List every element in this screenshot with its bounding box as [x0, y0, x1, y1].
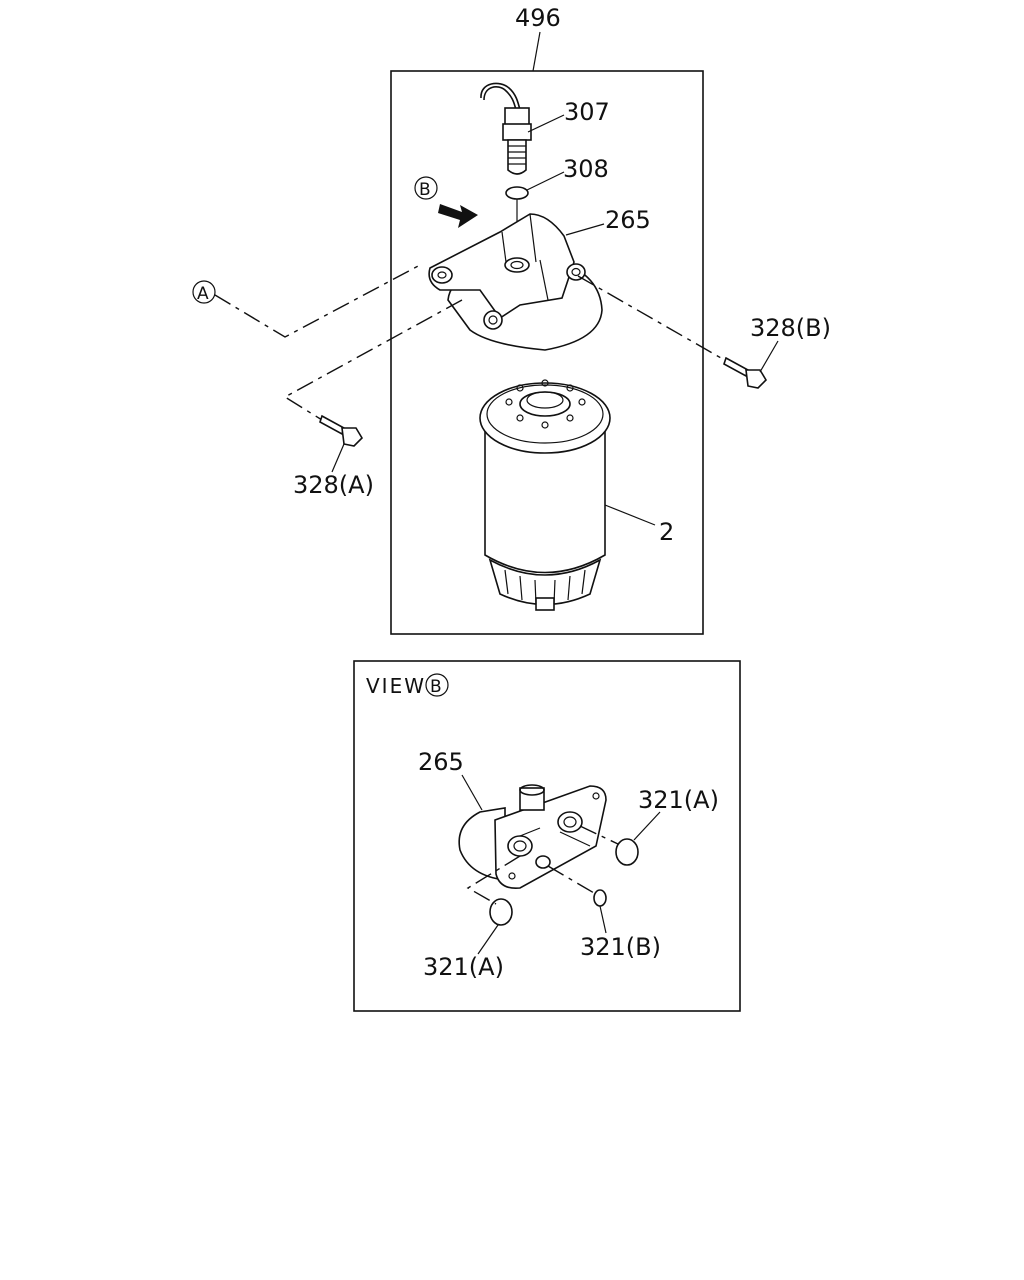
o-ring-label: 308 [563, 155, 609, 183]
view-title-marker: B [425, 673, 449, 697]
ring-a-top-centerline [579, 825, 619, 845]
cartridge-label: 2 [659, 518, 674, 546]
filter-head-leader [565, 223, 605, 236]
ring-a-bottom-centerline [466, 855, 521, 905]
bolt-a-part [319, 414, 364, 447]
o-ring-part [505, 186, 529, 200]
bolt-a-leader [331, 443, 345, 473]
bolt-b-centerline [577, 275, 729, 363]
assembly-leader [532, 31, 541, 72]
ring-b-leader [599, 905, 607, 934]
callout-a-marker: A [192, 280, 216, 304]
callout-a-leader [214, 264, 421, 338]
ring-a-top-label: 321(A) [638, 786, 719, 814]
sensor-label: 307 [564, 98, 610, 126]
ring-a-bottom-label: 321(A) [423, 953, 504, 981]
cartridge-leader [604, 504, 656, 526]
ring-a-top-leader [633, 811, 661, 841]
filter-head-part [428, 213, 603, 351]
o-ring-leader [526, 171, 565, 191]
sensor-part [480, 82, 532, 175]
assembly-frame [390, 70, 704, 635]
assembly-label: 496 [515, 4, 561, 32]
svg-text:B: B [419, 180, 431, 200]
ring-a-bottom-leader [477, 924, 499, 955]
sensor-leader [527, 114, 565, 133]
ring-b-label: 321(B) [580, 933, 661, 961]
ring-b-centerline [547, 865, 595, 894]
view-b-frame [353, 660, 741, 1012]
callout-b-marker: B [414, 176, 438, 200]
ring-a-top-part [615, 838, 639, 866]
bolt-b-leader [759, 340, 779, 373]
view-head-label: 265 [418, 748, 464, 776]
bolt-a-centerline [283, 299, 463, 421]
bolt-b-part [723, 356, 768, 389]
filter-head-label: 265 [605, 206, 651, 234]
view-head-leader [461, 774, 483, 811]
cartridge-part [479, 379, 611, 611]
bolt-b-label: 328(B) [750, 314, 831, 342]
bolt-a-label: 328(A) [293, 471, 374, 499]
ring-a-bottom-part [489, 898, 513, 926]
view-title: VIEW [366, 674, 426, 698]
view-filter-head-part [458, 784, 607, 890]
svg-text:B: B [430, 677, 442, 697]
ring-b-part [593, 889, 607, 907]
svg-text:A: A [197, 284, 209, 304]
view-arrow-icon [438, 204, 478, 228]
